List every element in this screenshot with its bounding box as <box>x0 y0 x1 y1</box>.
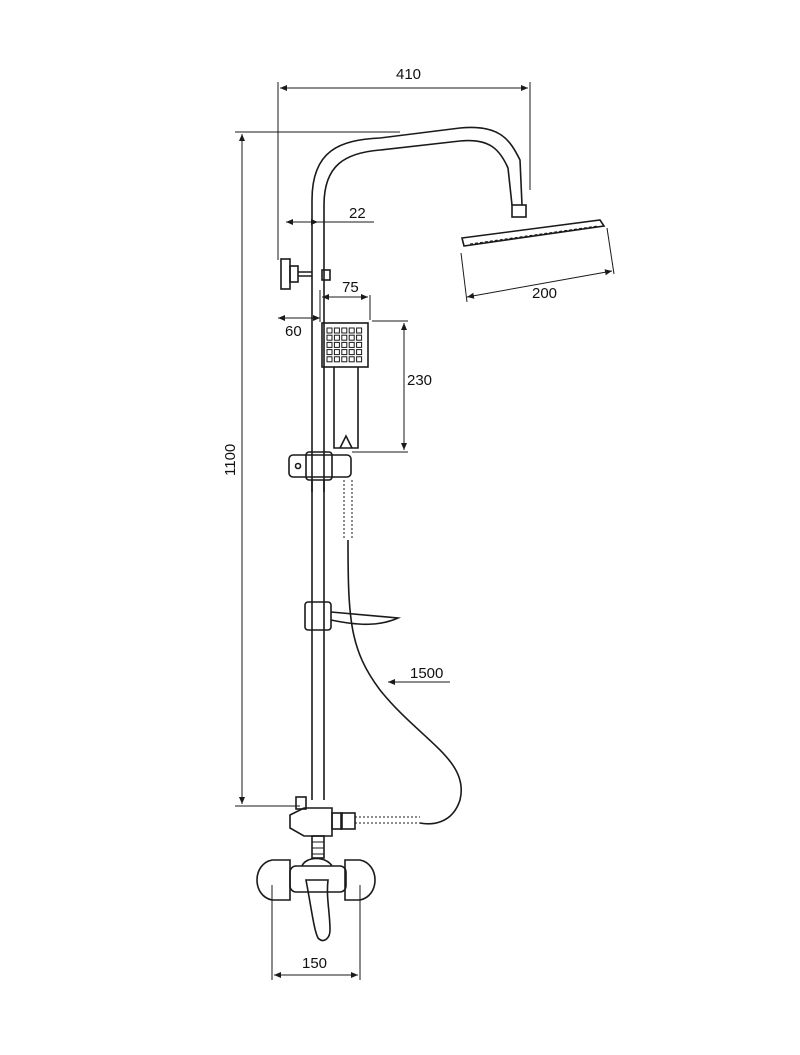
nozzle <box>333 341 340 348</box>
nozzle <box>356 327 363 334</box>
diverter <box>289 796 343 859</box>
shower-column <box>311 126 523 800</box>
wall-bracket <box>280 258 331 290</box>
nozzle <box>333 349 340 356</box>
nozzle <box>333 334 340 341</box>
nozzle <box>348 341 355 348</box>
nozzle <box>348 349 355 356</box>
dim-bracket-depth: 60 <box>285 323 302 340</box>
slider-holder <box>288 451 352 492</box>
dimension-labels: 410 22 200 75 60 230 1100 1500 150 <box>222 66 557 972</box>
dim-hand-shower-height: 230 <box>407 372 432 389</box>
dim-hose-length: 1500 <box>410 665 443 682</box>
nozzle <box>348 327 355 334</box>
nozzle <box>326 327 333 334</box>
shower-hose <box>340 480 463 830</box>
nozzle <box>341 349 348 356</box>
nozzle <box>326 356 333 363</box>
hand-shower <box>321 322 369 449</box>
nozzle <box>356 356 363 363</box>
nozzle <box>348 356 355 363</box>
dim-shower-head-width: 200 <box>532 285 557 302</box>
dim-wall-bracket-offset: 22 <box>349 205 366 222</box>
hand-shower-nozzle-grid <box>326 327 363 363</box>
dim-total-width: 410 <box>396 66 421 83</box>
dim-total-height: 1100 <box>222 444 239 476</box>
dim-mixer-width: 150 <box>302 955 327 972</box>
nozzle <box>341 334 348 341</box>
nozzle <box>333 356 340 363</box>
nozzle <box>356 334 363 341</box>
nozzle <box>326 341 333 348</box>
nozzle <box>356 349 363 356</box>
shower-mixer <box>256 857 376 942</box>
rain-shower-head <box>461 204 606 247</box>
nozzle <box>341 341 348 348</box>
dim-hand-shower-width: 75 <box>342 279 359 296</box>
nozzle <box>356 341 363 348</box>
nozzle <box>333 327 340 334</box>
nozzle <box>341 327 348 334</box>
nozzle <box>326 334 333 341</box>
nozzle <box>341 356 348 363</box>
hose-guide-holder <box>304 601 402 631</box>
dimension-lines <box>235 82 615 980</box>
nozzle <box>348 334 355 341</box>
nozzle <box>326 349 333 356</box>
